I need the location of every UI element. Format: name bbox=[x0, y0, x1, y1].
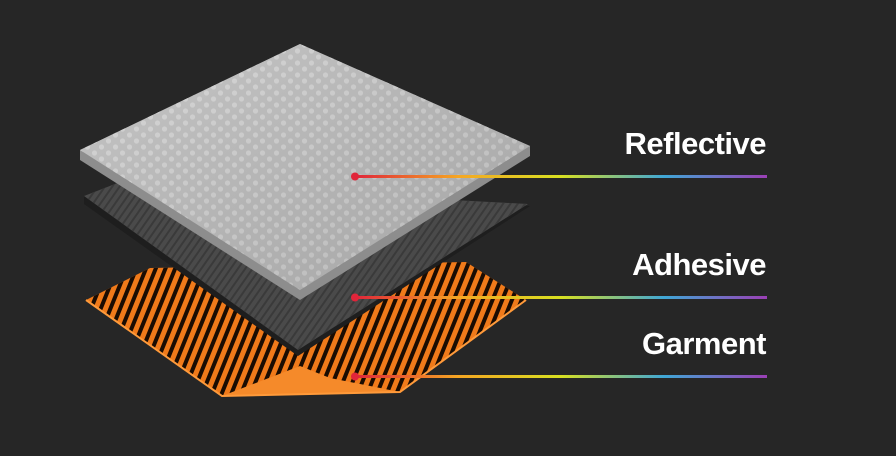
callout-dot-garment bbox=[351, 372, 359, 381]
callout-dot-reflective bbox=[351, 172, 359, 181]
callout-line-garment bbox=[355, 375, 767, 378]
callout-adhesive bbox=[351, 293, 767, 302]
callout-garment bbox=[351, 372, 767, 381]
label-garment: Garment bbox=[642, 326, 766, 361]
label-reflective: Reflective bbox=[624, 126, 767, 161]
reflective-layer bbox=[80, 44, 530, 300]
callout-dot-adhesive bbox=[351, 293, 359, 302]
reflective-shading bbox=[80, 44, 530, 290]
label-adhesive: Adhesive bbox=[632, 247, 766, 282]
callout-line-adhesive bbox=[355, 296, 767, 299]
callout-reflective bbox=[351, 172, 767, 181]
garment-fold bbox=[222, 366, 400, 396]
callout-line-reflective bbox=[355, 175, 767, 178]
